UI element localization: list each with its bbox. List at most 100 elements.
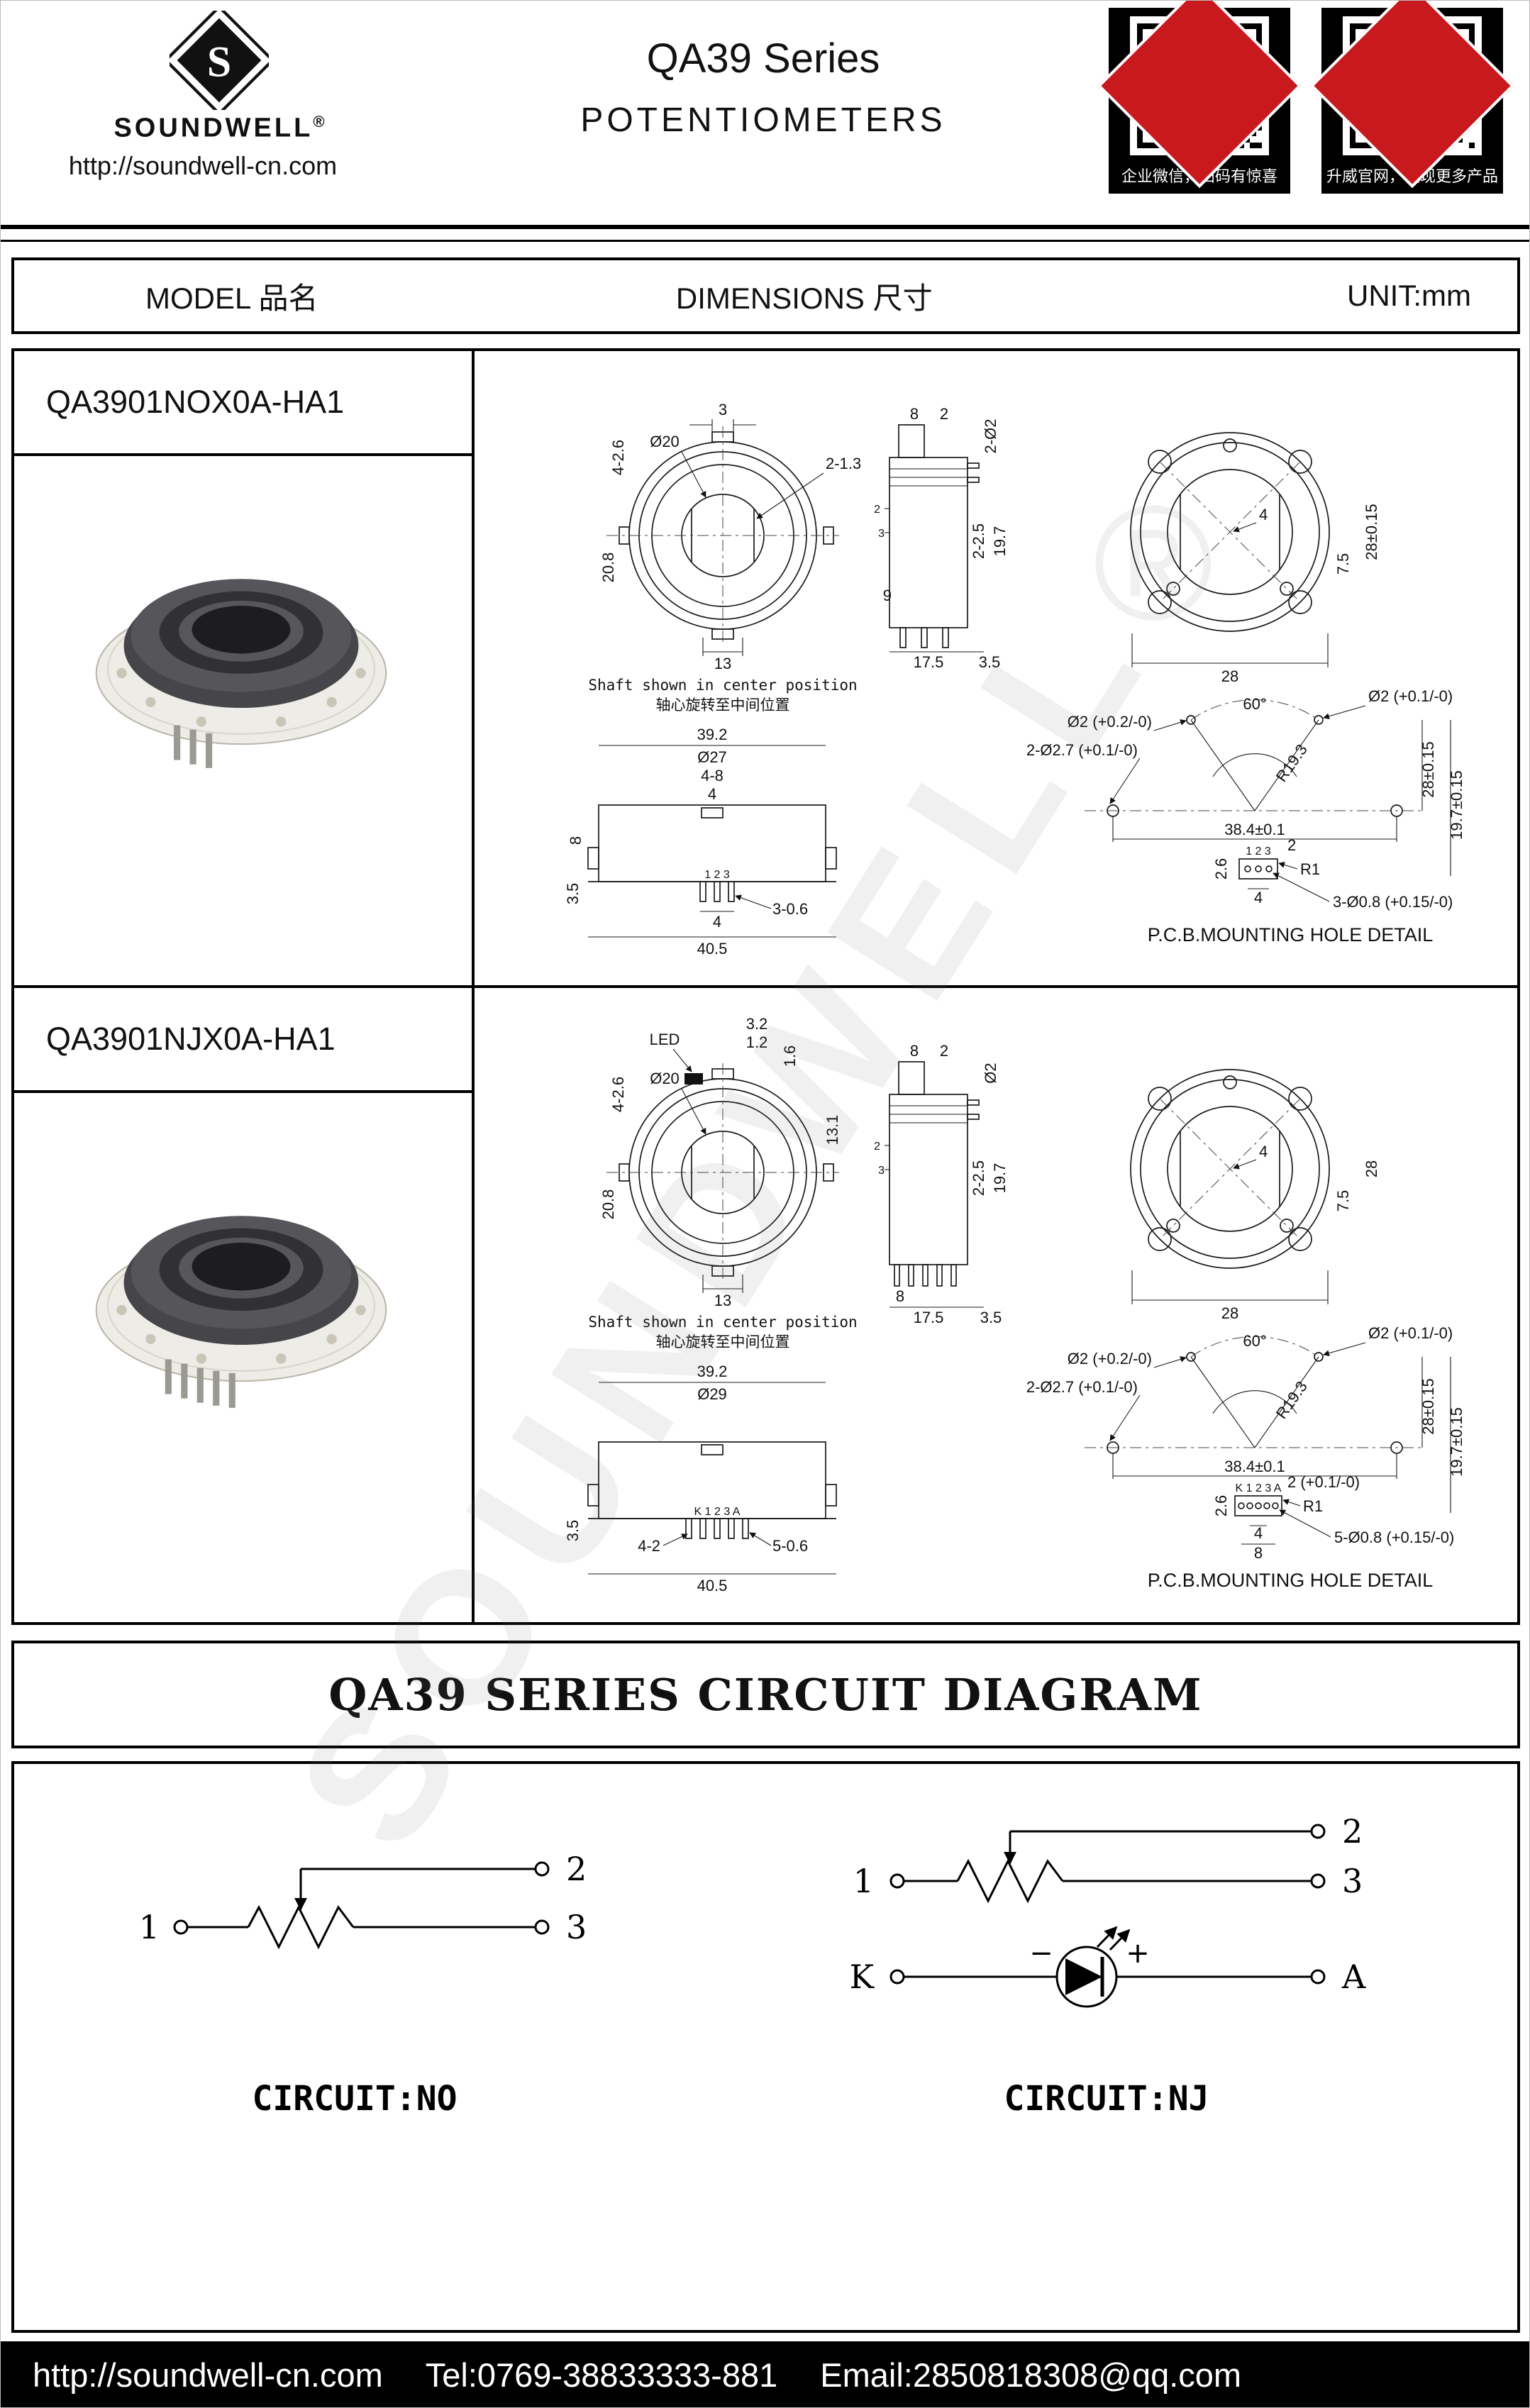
- minus-sign: −: [1029, 1937, 1053, 1970]
- side-view: 8 2 Ø2 2 3 2-2.5 19.7 8 17.5 3.5: [874, 1042, 1009, 1326]
- footer-email: Email:2850818308@qq.com: [820, 2356, 1242, 2394]
- dim-label: 2: [940, 405, 948, 423]
- circuit-section-title: QA39 SERIES CIRCUIT DIAGRAM: [11, 1641, 1520, 1748]
- circuit-diagrams: 1 3 2 CIRCUIT:NO 1 3: [11, 1761, 1520, 2333]
- header-divider: [1, 225, 1529, 242]
- dim-label: 4-2: [638, 1537, 660, 1555]
- note-shaft-position-cn: 轴心旋转至中间位置: [656, 1333, 790, 1350]
- page-subtitle: POTENTIOMETERS: [580, 101, 946, 139]
- dim-label: R19.3: [1273, 1377, 1311, 1421]
- dim-label: 39.2: [697, 726, 728, 743]
- dim-label: R1: [1300, 860, 1320, 878]
- dim-label: 8: [1254, 1544, 1263, 1562]
- dim-label: 3.5: [564, 883, 582, 905]
- dim-label: 3: [878, 528, 885, 540]
- bottom-view: 39.2 Ø29 3.5 4-2: [564, 1363, 837, 1594]
- model-1-left-cell: QA3901NOX0A-HA1: [14, 351, 475, 985]
- product-photo-2: [95, 1216, 387, 1408]
- terminal-3-label: 3: [1342, 1862, 1363, 1900]
- dim-label: 2: [874, 1141, 880, 1153]
- dim-label: 20.8: [599, 553, 617, 583]
- led-label: LED: [650, 1031, 680, 1048]
- model-1-name: QA3901NOX0A-HA1: [14, 351, 472, 456]
- note-shaft-position-en: Shaft shown in center position: [588, 1314, 857, 1331]
- dim-label: 17.5: [914, 653, 944, 671]
- back-view: 4 7.5 28±0.15 28: [1130, 432, 1380, 685]
- dim-label: 2 (+0.1/-0): [1287, 1473, 1360, 1491]
- circuit-nj: 1 3 2 K − +: [850, 1812, 1366, 2119]
- dim-label: 3: [719, 401, 727, 418]
- dim-label: 13: [714, 1292, 731, 1309]
- dim-label: 13: [714, 655, 731, 672]
- qr-center-logo-icon: [1097, 1, 1302, 189]
- dim-label: 4-8: [701, 767, 724, 784]
- dim-label: 19.7: [991, 1163, 1009, 1194]
- terminal-a-label: A: [1341, 1958, 1366, 1996]
- plus-sign: +: [1126, 1937, 1150, 1970]
- model-row-2: QA3901NJX0A-HA1: [14, 985, 1517, 1622]
- dim-label: 4: [708, 785, 716, 803]
- dim-label: 8: [910, 1042, 919, 1060]
- footer-bar: http://soundwell-cn.com Tel:0769-3883333…: [1, 2341, 1529, 2407]
- terminal-3-label: 3: [566, 1908, 587, 1946]
- dim-label: 28: [1221, 1304, 1238, 1322]
- dim-label: 2: [940, 1042, 948, 1060]
- circuit-nj-label: CIRCUIT:NJ: [1004, 2079, 1209, 2119]
- dim-label: 40.5: [697, 940, 728, 958]
- terminal-1-label: 1: [853, 1862, 874, 1900]
- dim-label: 4: [1259, 1143, 1268, 1160]
- dim-label: 38.4±0.1: [1224, 821, 1285, 838]
- pcb-detail-caption: P.C.B.MOUNTING HOLE DETAIL: [1148, 1570, 1434, 1591]
- model-2-name: QA3901NJX0A-HA1: [14, 988, 472, 1093]
- dim-label: 5-0.6: [772, 1537, 808, 1555]
- dim-label: 4: [1254, 1524, 1263, 1542]
- note-shaft-position-en: Shaft shown in center position: [588, 677, 857, 694]
- back-view: 4 7.5 28 28: [1130, 1069, 1380, 1322]
- circuit-no-label: CIRCUIT:NO: [253, 2079, 458, 2119]
- dim-label: 2-Ø2.7 (+0.1/-0): [1026, 1378, 1138, 1396]
- dim-label: 2.6: [1212, 858, 1230, 880]
- qr-code-wechat: [1097, 1, 1302, 189]
- dim-label: 7.5: [1334, 1190, 1352, 1212]
- dim-label: 3-Ø0.8 (+0.15/-0): [1333, 893, 1453, 911]
- terminal-k-label: K: [850, 1958, 875, 1996]
- dim-label: 3.2: [746, 1015, 768, 1033]
- dim-label: 4: [1254, 889, 1263, 906]
- side-view: 8 2 2-Ø2 2 3 2-2.5 19.7 9 17.5 3.5: [874, 405, 1009, 671]
- dim-label: 1.2: [746, 1033, 768, 1051]
- dim-label: 28: [1221, 667, 1238, 685]
- model-2-drawings-cell: LED 3.2 1.2 1.6 Ø20 13.1 4-2.6 20.8 13: [475, 988, 1517, 1622]
- dim-label: Ø2 (+0.2/-0): [1068, 713, 1152, 731]
- dim-label: Ø29: [697, 1385, 727, 1403]
- dim-label: 2: [1287, 836, 1296, 854]
- dim-label: 4-2.6: [609, 1077, 627, 1112]
- column-dimensions: DIMENSIONS 尺寸: [675, 281, 933, 315]
- pin-numbers: K 1 2 3 A: [1236, 1482, 1282, 1494]
- pcb-hole-detail: 60° Ø2 (+0.1/-0) Ø2 (+0.2/-0) 2-Ø2.7 (+0…: [1026, 1324, 1465, 1591]
- pcb-hole-detail: 60° Ø2 (+0.1/-0) Ø2 (+0.2/-0) 2-Ø2.7 (+0…: [1026, 687, 1465, 945]
- dim-label: 8: [896, 1287, 904, 1305]
- terminal-1-label: 1: [139, 1908, 160, 1946]
- pcb-detail-caption: P.C.B.MOUNTING HOLE DETAIL: [1148, 924, 1434, 945]
- column-model: MODEL 品名: [145, 281, 318, 315]
- dim-label: 2-Ø2.7 (+0.1/-0): [1026, 741, 1138, 759]
- qr-center-logo-icon: [1309, 1, 1515, 189]
- note-shaft-position-cn: 轴心旋转至中间位置: [656, 697, 790, 714]
- dim-label: 2.6: [1212, 1495, 1230, 1517]
- dim-label: 3.5: [980, 1309, 1002, 1326]
- dim-label: 60°: [1243, 695, 1266, 713]
- footer-url: http://soundwell-cn.com: [33, 2356, 383, 2394]
- dim-label: 19.7±0.15: [1448, 1407, 1465, 1477]
- header-url: http://soundwell-cn.com: [68, 151, 338, 180]
- dim-label: 28±0.15: [1363, 504, 1380, 560]
- dim-label: 38.4±0.1: [1224, 1458, 1285, 1475]
- dim-label: 3: [878, 1165, 885, 1177]
- circuit-diagrams-svg: 1 3 2 CIRCUIT:NO 1 3: [139, 1812, 1366, 2119]
- svg-text:S: S: [207, 38, 231, 86]
- dim-label: 4: [1259, 506, 1268, 523]
- bottom-view: 39.2 Ø27 4-8 4 8 3.5: [564, 726, 837, 958]
- front-view: LED 3.2 1.2 1.6 Ø20 13.1 4-2.6 20.8 13: [588, 1015, 857, 1350]
- circuit-no: 1 3 2 CIRCUIT:NO: [139, 1850, 587, 2119]
- dim-label: 9: [883, 587, 892, 604]
